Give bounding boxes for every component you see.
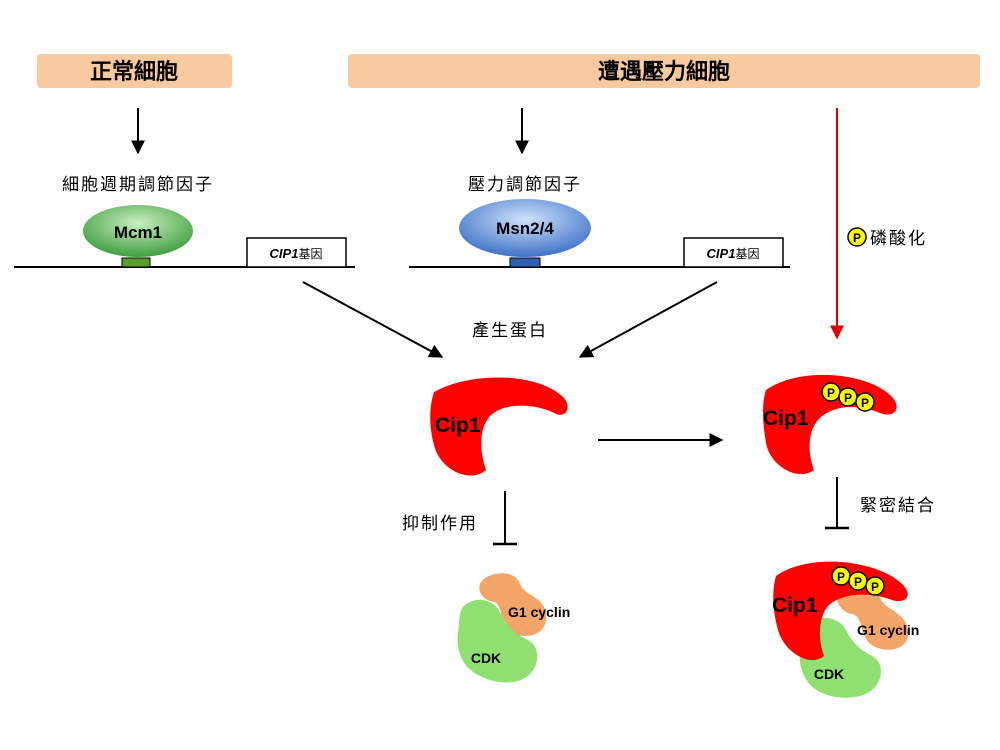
label-stress-factor: 壓力調節因子: [468, 175, 582, 195]
cip1-label-bound: Cip1: [772, 594, 818, 617]
phospho-group-2: P P P: [831, 566, 885, 596]
cip1-protein-center: Cip1: [430, 377, 568, 476]
phospho-icon-label: P: [853, 231, 861, 245]
svg-text:P: P: [844, 391, 852, 405]
cdk-complex-bound: G1 cyclin CDK Cip1 P P P: [772, 561, 919, 698]
svg-text:P: P: [861, 396, 869, 410]
cip1-label-phosphorylated: Cip1: [763, 407, 809, 430]
dna-normal: Mcm1 CIP1基因: [14, 205, 355, 268]
cip1-gene-label-normal: CIP1基因: [270, 246, 323, 261]
g1-cyclin-label-free: G1 cyclin: [508, 604, 570, 620]
phosphorylation-legend: P 磷酸化: [847, 227, 927, 249]
arrow-gene-to-protein-left: [302, 281, 444, 358]
msn-binding-site: [509, 257, 541, 268]
svg-text:P: P: [854, 575, 862, 589]
arrow-gene-to-protein-right: [578, 281, 718, 358]
svg-text:P: P: [871, 580, 879, 594]
mcm1-binding-site: [121, 257, 151, 268]
cdk-complex-free: G1 cyclin CDK: [457, 573, 570, 683]
label-protein-production: 產生蛋白: [472, 321, 548, 341]
svg-text:P: P: [827, 386, 835, 400]
cip1-protein-phosphorylated: Cip1 P P P: [763, 374, 897, 475]
msn-label: Msn2/4: [496, 219, 554, 238]
cdk-label-bound: CDK: [814, 666, 844, 682]
cip1-gene-box-stress: [683, 237, 784, 268]
label-tight-binding: 緊密結合: [860, 496, 936, 516]
phospho-group-1: P P P: [821, 382, 875, 412]
banner-stressed-label: 遭遇壓力細胞: [598, 59, 730, 85]
dna-stress: Msn2/4 CIP1基因: [409, 199, 790, 268]
banner-stressed-cell: 遭遇壓力細胞: [348, 54, 980, 88]
g1-cyclin-label-bound: G1 cyclin: [857, 622, 919, 638]
label-phosphorylation: 磷酸化: [870, 229, 927, 249]
banner-normal-cell: 正常細胞: [37, 54, 232, 88]
msn-protein: [459, 199, 591, 257]
banner-normal-label: 正常細胞: [90, 59, 178, 85]
mcm1-label: Mcm1: [114, 223, 162, 242]
cip1-gene-label-stress: CIP1基因: [707, 246, 760, 261]
svg-text:P: P: [837, 570, 845, 584]
cdk-label-free: CDK: [471, 650, 501, 666]
cip1-gene-box-normal: [246, 237, 347, 268]
label-cell-cycle-factor: 細胞週期調節因子: [62, 175, 214, 195]
cip1-label-center: Cip1: [435, 414, 481, 437]
label-inhibition: 抑制作用: [402, 514, 478, 534]
phospho-icon: [847, 227, 867, 247]
mcm1-protein: [83, 205, 193, 257]
